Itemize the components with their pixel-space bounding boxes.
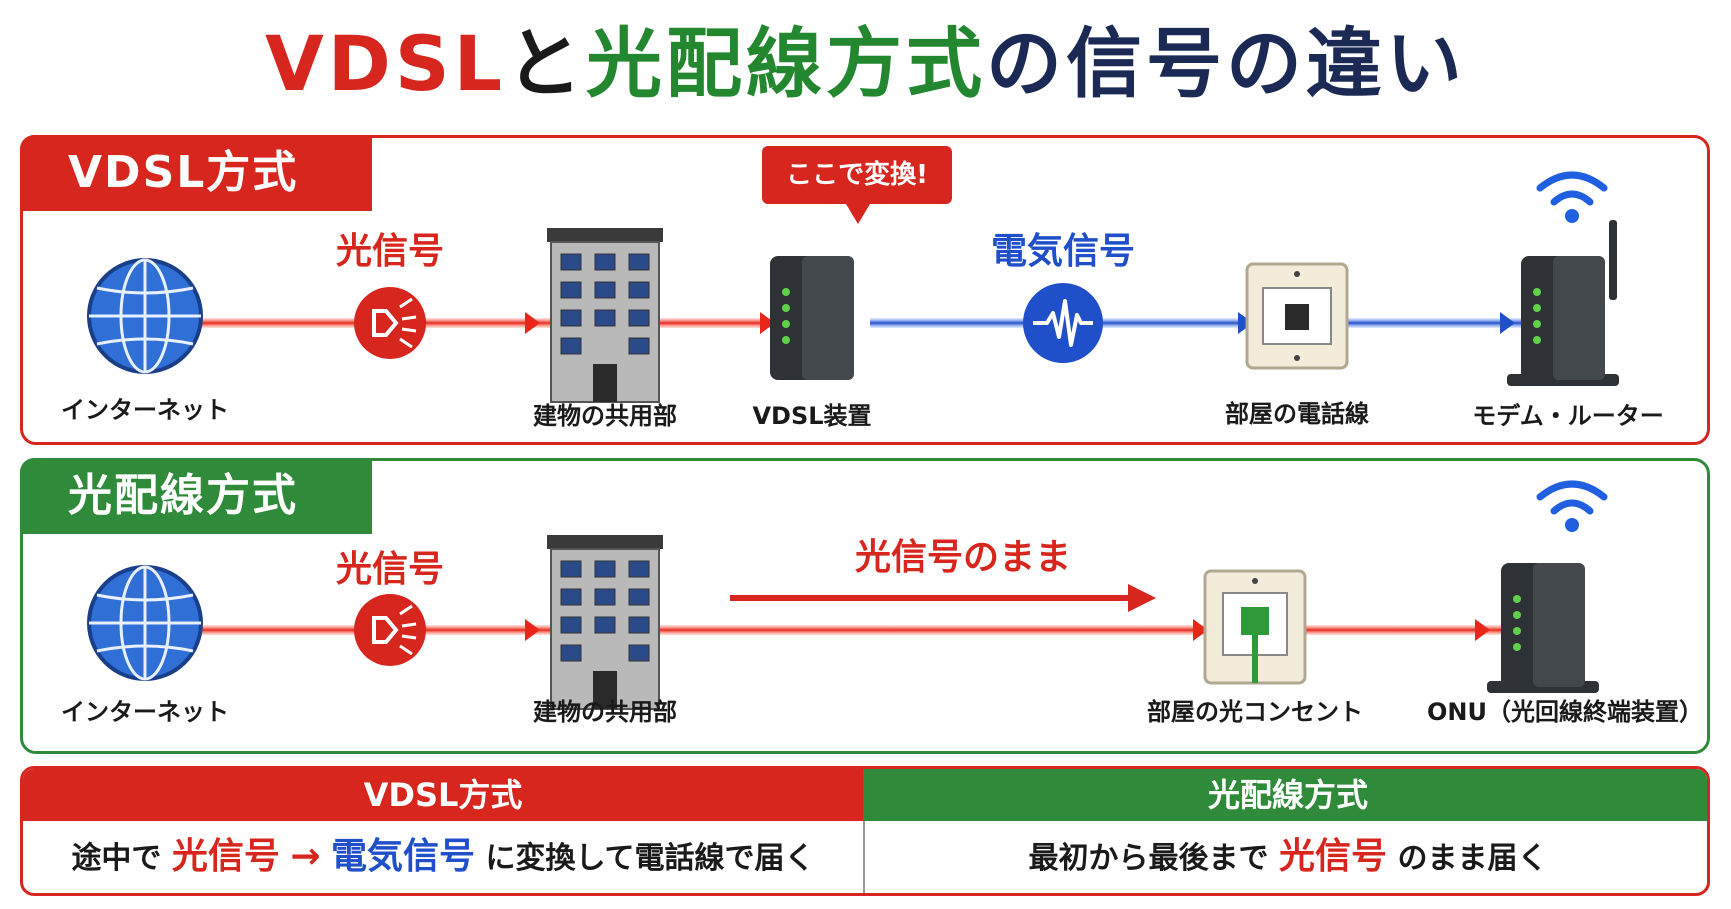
node-building-common: 建物の共用部: [533, 698, 677, 726]
vdsl-optical-line: [185, 318, 775, 328]
node-vdsl-device: VDSL装置: [752, 402, 872, 430]
summary-text: 最初から最後まで: [1028, 841, 1269, 876]
optical-outlet-icon: [1203, 569, 1307, 685]
light-signal-icon: [352, 285, 428, 361]
summary-arrow: →: [290, 836, 321, 877]
vdsl-tab: VDSL方式: [20, 135, 372, 211]
node-optical-outlet: 部屋の光コンセント: [1147, 698, 1363, 726]
light-signal-icon: [352, 592, 428, 668]
summary-electric: 電気信号: [330, 836, 475, 877]
node-onu: ONU（光回線終端装置）: [1427, 698, 1703, 726]
through-arrow-head: [1128, 584, 1156, 612]
building-icon: [546, 227, 664, 403]
arrow-head: [525, 619, 540, 641]
summary-vdsl-text: 途中で 光信号 → 電気信号 に変換して電話線で届く: [23, 821, 863, 893]
arrow-head: [525, 312, 540, 334]
vdsl-electric-line: [870, 318, 1560, 328]
conversion-callout: ここで変換!: [762, 146, 952, 224]
vdsl-electric-label: 電気信号: [990, 231, 1136, 272]
electric-wave-icon: [1023, 283, 1103, 363]
globe-icon: [87, 258, 203, 374]
globe-icon: [87, 565, 203, 681]
arrow-head: [760, 312, 775, 334]
router-icon: [1507, 220, 1619, 386]
arrow-head: [1193, 619, 1208, 641]
node-internet: インターネット: [61, 396, 229, 424]
onu-icon: [1487, 563, 1599, 693]
wifi-icon: [1540, 484, 1604, 532]
title-vdsl: VDSL: [264, 19, 507, 108]
vdsl-device-icon: [770, 256, 854, 380]
node-modem-router: モデム・ルーター: [1472, 402, 1664, 430]
summary-vdsl-header: VDSL方式: [23, 769, 863, 821]
summary-optical: 光信号: [1278, 836, 1387, 877]
summary-fiber-text: 最初から最後まで 光信号 のまま届く: [865, 821, 1707, 893]
summary-optical: 光信号: [171, 836, 280, 877]
wifi-icon: [1540, 175, 1604, 223]
node-building-common: 建物の共用部: [533, 402, 677, 430]
summary-divider: [863, 821, 865, 893]
arrow-head: [1475, 619, 1490, 641]
title-fiber: 光配線方式: [586, 19, 987, 108]
fiber-optical-line: [185, 625, 1505, 635]
node-room-phone-line: 部屋の電話線: [1225, 400, 1369, 428]
summary-text: に変換して電話線で届く: [485, 841, 815, 876]
vdsl-optical-label: 光信号: [335, 231, 445, 272]
fiber-through-label: 光信号のまま: [854, 537, 1072, 578]
node-internet: インターネット: [61, 698, 229, 726]
title-to: と: [506, 19, 587, 108]
page-title: VDSLと光配線方式の信号の違い: [0, 14, 1731, 114]
fiber-tab: 光配線方式: [20, 458, 372, 534]
summary-text: 途中で: [71, 841, 162, 876]
fiber-optical-label: 光信号: [335, 549, 445, 590]
arrow-head: [1500, 312, 1515, 334]
building-icon: [546, 534, 664, 710]
summary-fiber-header: 光配線方式: [863, 769, 1707, 821]
phone-jack-icon: [1245, 262, 1349, 370]
summary-text: のまま届く: [1397, 841, 1548, 876]
vdsl-panel: [20, 135, 1710, 445]
summary-table: VDSL方式 光配線方式 途中で 光信号 → 電気信号 に変換して電話線で届く …: [20, 766, 1710, 896]
title-rest: の信号の違い: [986, 19, 1467, 108]
fiber-panel: [20, 458, 1710, 754]
